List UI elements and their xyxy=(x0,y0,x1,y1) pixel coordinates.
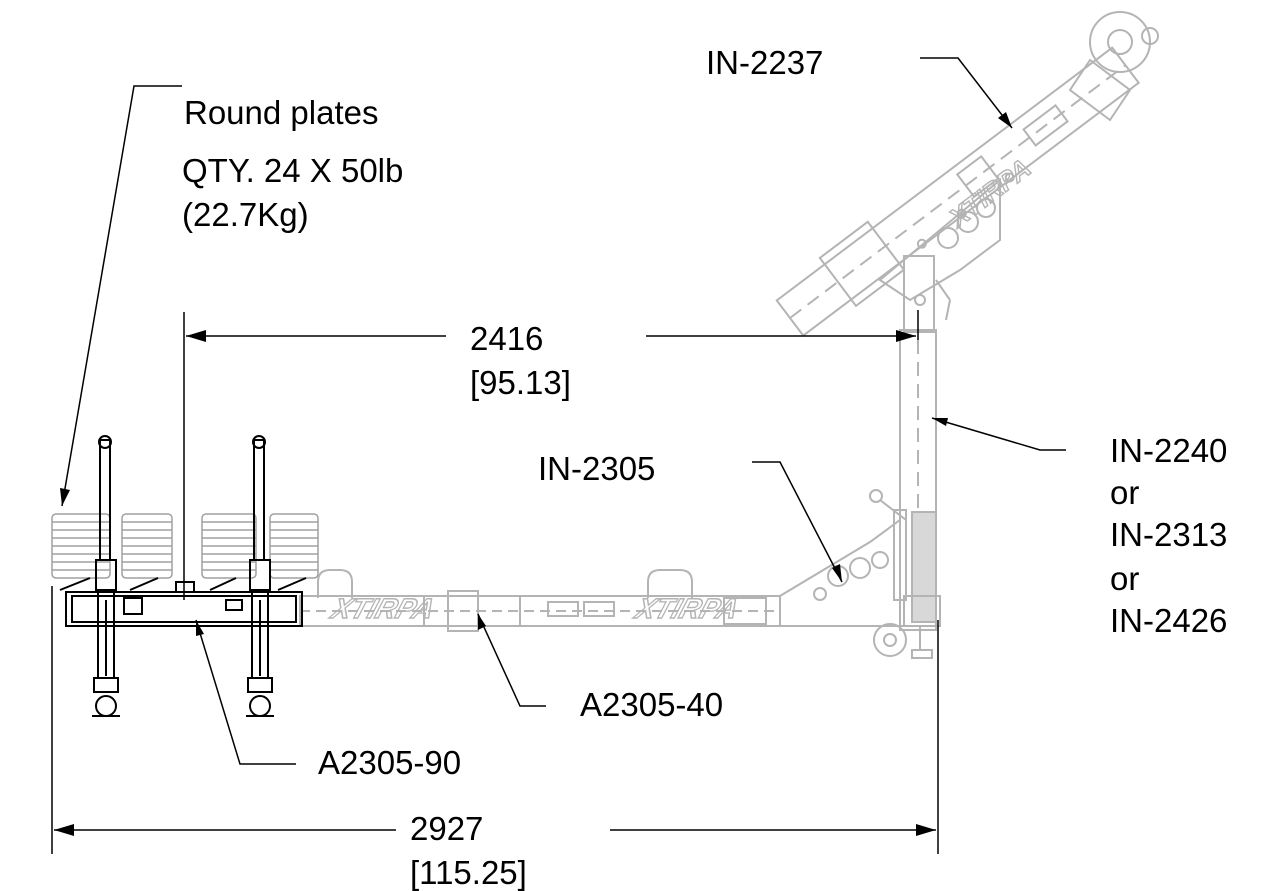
jack-right xyxy=(246,435,274,717)
mast-or-1-label: or xyxy=(1110,474,1140,511)
faded-assembly: XTIRPA XTIRPA XTIRPA xyxy=(299,11,1159,659)
counterweight-assembly xyxy=(51,435,319,717)
arrow-a2305-90 xyxy=(196,620,204,636)
svg-text:XTIRPA: XTIRPA xyxy=(630,594,743,625)
arrow-in-2240 xyxy=(932,418,948,426)
counterweight-part-label: A2305-90 xyxy=(318,744,462,781)
arrow-in-2237 xyxy=(998,112,1012,128)
arrow-a2305-40 xyxy=(478,614,486,630)
base-part-label: IN-2305 xyxy=(538,450,656,487)
base-handle-left xyxy=(317,569,353,598)
leader-in-2305 xyxy=(752,461,843,583)
dimension-lines xyxy=(51,57,1066,854)
plates-qty-label: QTY. 24 X 50lb xyxy=(182,152,404,189)
leader-in-2237 xyxy=(920,57,1013,129)
round-plates-label: Round plates xyxy=(184,94,379,131)
pulley-head xyxy=(1068,11,1159,122)
mast-or-2-label: or xyxy=(1110,560,1140,597)
mast-option-2-label: IN-2313 xyxy=(1110,516,1228,553)
reach-dimension-in: [95.13] xyxy=(470,364,571,401)
leader-in-2240 xyxy=(931,417,1066,451)
leader-a2305-90 xyxy=(195,619,296,765)
overall-arrow-right xyxy=(916,824,936,836)
reach-arrow-left xyxy=(186,330,206,342)
brand-mark-2: XTIRPA xyxy=(629,593,743,626)
round-plate-stack-right xyxy=(201,513,319,579)
plates-weight-label: (22.7Kg) xyxy=(182,196,309,233)
mast xyxy=(869,329,941,659)
mast-option-1-label: IN-2240 xyxy=(1110,432,1228,469)
reach-arrow-right xyxy=(896,330,916,342)
arrowheads xyxy=(54,112,1012,836)
svg-text:XTIRPA: XTIRPA xyxy=(326,594,439,625)
boom-part-label: IN-2237 xyxy=(706,44,824,81)
brand-mark-1: XTIRPA xyxy=(325,593,439,626)
overall-dimension-mm: 2927 xyxy=(410,810,484,847)
jack-left xyxy=(92,435,120,717)
overall-dimension-in: [115.25] xyxy=(410,854,527,891)
mast-head xyxy=(903,255,951,333)
boom xyxy=(775,46,1141,337)
arrow-round-plates xyxy=(60,488,70,506)
leader-a2305-40 xyxy=(477,613,546,707)
leader-round-plates xyxy=(61,85,182,507)
caster-wheel xyxy=(873,623,907,657)
base-handle-right xyxy=(647,569,693,598)
mast-option-3-label: IN-2426 xyxy=(1110,602,1228,639)
reach-dimension-mm: 2416 xyxy=(470,320,544,357)
extension-part-label: A2305-40 xyxy=(580,686,724,723)
round-plate-stack-left xyxy=(51,513,173,579)
boom-gusset xyxy=(878,177,1001,302)
arrow-in-2305 xyxy=(832,564,842,582)
overall-arrow-left xyxy=(54,824,74,836)
